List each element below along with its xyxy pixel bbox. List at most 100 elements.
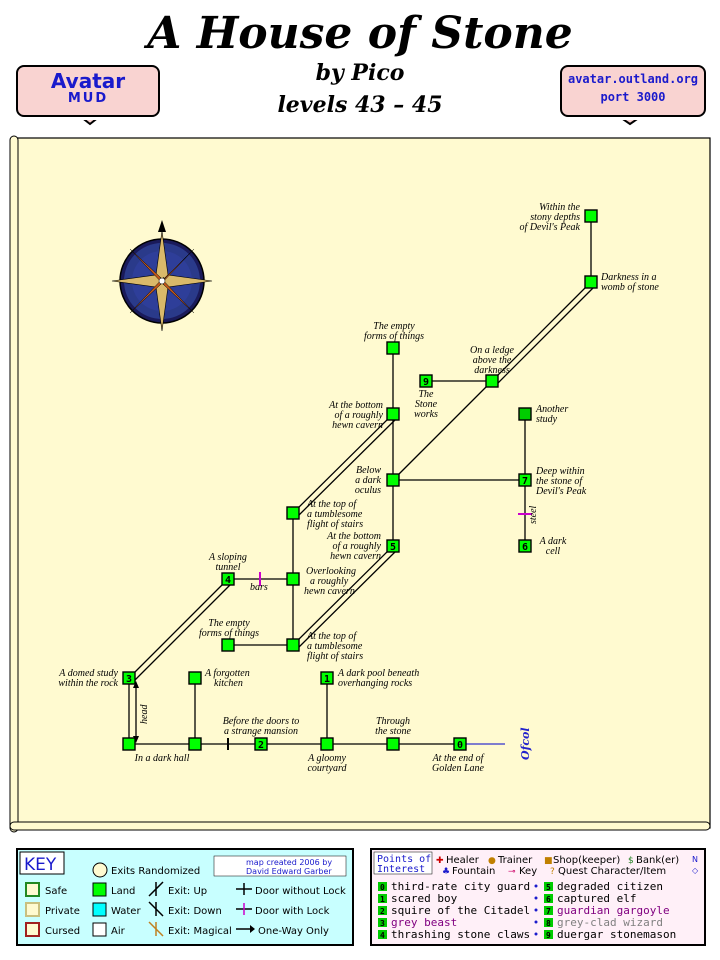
room-empty-low[interactable]	[221, 638, 235, 652]
cursed-swatch-icon	[25, 922, 40, 937]
room-through-stone[interactable]	[386, 737, 400, 751]
room-top-lower[interactable]	[286, 638, 300, 652]
key-exit-magical: Exit: Magical	[168, 926, 232, 937]
key-door-no-lock: Door without Lock	[255, 886, 346, 897]
poi-separator-dot	[534, 884, 538, 888]
avatar-mud-badge: Avatar MUD	[16, 65, 160, 117]
key-land: Land	[111, 886, 135, 897]
randomized-circle-icon	[92, 862, 108, 878]
room-domed-study[interactable]	[122, 671, 136, 685]
water-swatch-icon	[92, 902, 107, 917]
poi-entry-text: squire of the Citadel	[391, 904, 530, 917]
room-sloping-tunnel[interactable]	[221, 572, 235, 586]
key-exit-up: Exit: Up	[168, 886, 207, 897]
poi-number: 6	[546, 895, 551, 904]
poi-separator-dot	[534, 908, 538, 912]
poi-healer: Healer	[446, 855, 480, 866]
poi-title-line-2: Interest	[377, 864, 425, 875]
room-stoneworks[interactable]	[419, 374, 433, 388]
bank-icon: $	[628, 856, 634, 866]
key-exit-down: Exit: Down	[168, 906, 222, 917]
badge-host-text: avatar.outland.org	[567, 72, 699, 86]
room-empty-top[interactable]	[386, 341, 400, 355]
trainer-icon: ●	[488, 856, 496, 866]
poi-shop: Shop(keeper)	[553, 855, 620, 866]
shop-icon: ■	[544, 856, 553, 866]
poi-number-badge	[544, 894, 553, 903]
room-below-oculus[interactable]	[386, 473, 400, 487]
credit-box	[213, 855, 347, 877]
poi-entry-text: thrashing stone claws	[391, 928, 530, 941]
room-dark-cell[interactable]	[518, 539, 532, 553]
room-number-9: 9	[423, 377, 429, 388]
north-diamond-icon: ◇	[692, 866, 699, 875]
poi-bank: Bank(er)	[636, 855, 679, 866]
room-depths[interactable]	[584, 209, 598, 223]
room-bottom-lower[interactable]	[386, 539, 400, 553]
room-number-0: 0	[457, 740, 463, 751]
room-ledge[interactable]	[485, 374, 499, 388]
room-womb[interactable]	[584, 275, 598, 289]
poi-separator-dot	[534, 920, 538, 924]
key-title: KEY	[24, 855, 57, 875]
poi-number: 9	[546, 931, 551, 940]
room-golden-lane[interactable]	[453, 737, 467, 751]
key-water: Water	[111, 906, 141, 917]
key-air: Air	[111, 926, 126, 937]
exit-magical-icon	[148, 921, 164, 937]
poi-number: 1	[380, 895, 385, 904]
door-label-steel: steel	[528, 505, 539, 524]
door-label-bars: bars	[250, 582, 268, 593]
poi-entry-text: scared boy	[391, 892, 458, 905]
poi-separator-dot	[534, 896, 538, 900]
room-courtyard[interactable]	[320, 737, 334, 751]
fountain-icon: ♣	[442, 867, 450, 877]
poi-canvas: Points of Interest ✚ Healer ● Trainer ■ …	[373, 851, 699, 941]
points-of-interest-panel: Points of Interest ✚ Healer ● Trainer ■ …	[370, 848, 706, 946]
credit-line-2: David Edward Garber	[246, 867, 332, 876]
poi-fountain: Fountain	[452, 866, 495, 877]
poi-number: 8	[546, 919, 551, 928]
key-cursed: Cursed	[45, 926, 80, 937]
key-exits-randomized: Exits Randomized	[111, 866, 200, 877]
room-overlooking[interactable]	[286, 572, 300, 586]
room-top-upper[interactable]	[286, 506, 300, 520]
poi-number: 7	[546, 907, 551, 916]
poi-entry-text: grey-clad wizard	[557, 916, 663, 929]
room-dark-hall[interactable]	[122, 737, 136, 751]
room-kitchen[interactable]	[188, 671, 202, 685]
room-another-study[interactable]	[518, 407, 532, 421]
room-dark-pool[interactable]	[320, 671, 334, 685]
poi-number-badge	[544, 918, 553, 927]
poi-trainer: Trainer	[497, 855, 533, 866]
exit-up-icon	[148, 881, 164, 897]
room-hall-east[interactable]	[188, 737, 202, 751]
room-before-doors[interactable]	[254, 737, 268, 751]
svg-text:Before the doors toa strange m: Before the doors toa strange mansion	[223, 716, 300, 737]
badge-port-text: port 3000	[600, 90, 666, 104]
rooms	[122, 209, 598, 751]
poi-number-badge	[378, 882, 387, 891]
key-one-way: One-Way Only	[258, 926, 329, 937]
poi-entry-text: grey beast	[391, 916, 457, 929]
exit-label-ofcol[interactable]: Ofcol	[519, 727, 532, 760]
poi-entry-text: duergar stonemason	[557, 928, 676, 941]
map-title: A House of Stone	[147, 8, 573, 59]
room-deep-within[interactable]	[518, 473, 532, 487]
room-bottom-upper[interactable]	[386, 407, 400, 421]
map-key-panel: KEY Exits Randomized map created 2006 by…	[16, 848, 354, 946]
room-number-3: 3	[126, 674, 132, 685]
